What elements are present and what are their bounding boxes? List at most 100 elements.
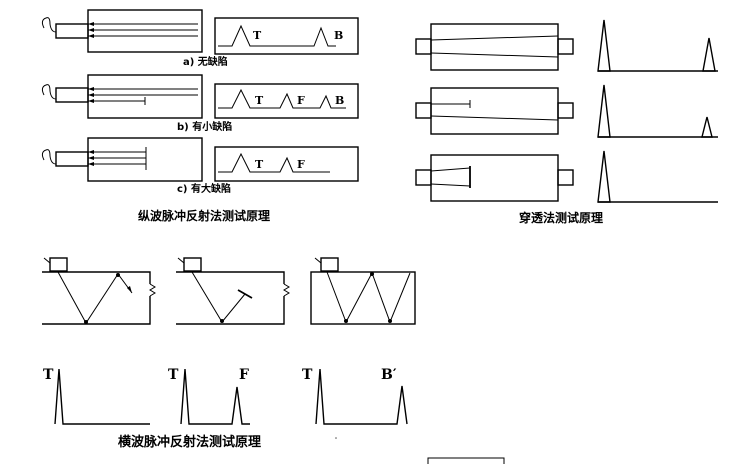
scope-screen <box>214 17 359 55</box>
received-pulse <box>702 37 716 72</box>
beam-edge <box>430 167 471 172</box>
shear-block <box>176 257 290 325</box>
arrow-heads <box>88 87 94 103</box>
receiver-probe <box>557 102 574 119</box>
test-block <box>87 9 203 53</box>
crack <box>149 283 156 297</box>
section-title: 纵波脉冲反射法测试原理 <box>138 208 270 223</box>
probe-cable <box>177 257 185 264</box>
transmitter-probe <box>415 102 432 119</box>
beam-path <box>191 271 246 323</box>
shear-scope: T <box>43 367 150 425</box>
beam-edge <box>430 115 559 121</box>
echo-label: B <box>335 94 344 107</box>
probe-cable <box>41 84 57 100</box>
reflection-case-small-defect: T F B b) 有小缺陷 <box>41 74 359 133</box>
transmit-pulse <box>597 150 611 203</box>
probe-cable <box>314 257 322 264</box>
section-title: 横波脉冲反射法测试原理 <box>118 434 261 450</box>
probe-cable <box>43 257 51 264</box>
angle-probe <box>320 257 339 272</box>
transmitter-probe <box>415 169 432 186</box>
trace <box>315 368 408 425</box>
crack <box>283 283 290 297</box>
echo-label: T <box>253 29 262 42</box>
echo-label: F <box>297 94 305 107</box>
arrow-heads <box>88 22 94 38</box>
shear-section: T T F T B′ 横波脉冲反射法测试原理 <box>42 257 416 450</box>
receiver-probe <box>557 169 574 186</box>
test-block <box>87 137 203 182</box>
beam-edge <box>430 35 559 41</box>
echo-label: F <box>239 367 249 383</box>
test-block <box>87 74 203 119</box>
shear-scope: T F <box>168 367 250 425</box>
echo-label: T <box>255 158 264 171</box>
waveform <box>218 152 330 173</box>
receiver-probe <box>557 38 574 55</box>
echo-label: T <box>255 94 264 107</box>
sound-paths <box>88 23 198 37</box>
reflection-point <box>84 320 88 324</box>
echo-label: B′ <box>381 367 397 383</box>
transmitter-probe <box>415 38 432 55</box>
defect <box>237 289 253 299</box>
beam-path <box>57 271 133 324</box>
probe <box>55 23 89 39</box>
test-block <box>430 23 559 71</box>
probe <box>55 87 89 103</box>
reflection-point <box>388 319 392 323</box>
case-caption: a) 无缺陷 <box>183 55 228 68</box>
sound-paths <box>88 147 147 170</box>
arrow-heads <box>88 150 94 166</box>
probe <box>55 151 89 167</box>
trace <box>180 368 250 425</box>
transmission-row <box>415 84 718 138</box>
test-block <box>430 87 559 135</box>
angle-probe <box>183 257 202 272</box>
sound-paths <box>88 88 198 105</box>
shear-scope: T B′ <box>302 367 408 425</box>
waveform <box>218 88 346 109</box>
test-block <box>430 154 559 202</box>
probe-cable <box>41 17 57 33</box>
reflection-case-no-defect: T B a) 无缺陷 <box>41 9 359 68</box>
beam-path <box>326 271 411 324</box>
scope-screen <box>214 146 359 182</box>
section-title: 穿透法测试原理 <box>519 210 603 225</box>
probe-cable <box>41 149 57 165</box>
shear-block <box>310 257 416 325</box>
echo-label: T <box>302 367 313 383</box>
scope-screen <box>214 83 359 119</box>
case-caption: c) 有大缺陷 <box>177 182 231 195</box>
reflection-point <box>344 319 348 323</box>
echo-label: B <box>334 29 343 42</box>
reflection-point <box>116 273 120 277</box>
case-caption: b) 有小缺陷 <box>177 120 232 133</box>
transmission-row <box>415 19 718 72</box>
transmit-pulse <box>597 19 611 72</box>
echo-label: F <box>297 158 305 171</box>
angle-probe <box>49 257 68 272</box>
beam-edge <box>430 183 471 187</box>
speck <box>335 437 337 439</box>
test-block <box>310 271 416 325</box>
echo-label: T <box>168 367 179 383</box>
test-block <box>42 271 151 325</box>
reflection-section: T B a) 无缺陷 T F B b) 有小 <box>41 9 359 223</box>
shear-block <box>42 257 156 325</box>
transmit-pulse <box>597 84 611 138</box>
beam-edge <box>430 52 559 58</box>
transmission-row <box>415 150 718 203</box>
transmission-section: 穿透法测试原理 <box>415 19 718 225</box>
cropped-frame <box>427 457 505 464</box>
reflection-case-large-defect: T F c) 有大缺陷 <box>41 137 359 195</box>
reflection-point <box>370 272 374 276</box>
test-block <box>176 271 285 325</box>
received-pulse <box>701 116 713 138</box>
waveform <box>218 24 336 47</box>
echo-label: T <box>43 367 54 383</box>
reflection-point <box>220 319 224 323</box>
trace <box>54 368 150 425</box>
